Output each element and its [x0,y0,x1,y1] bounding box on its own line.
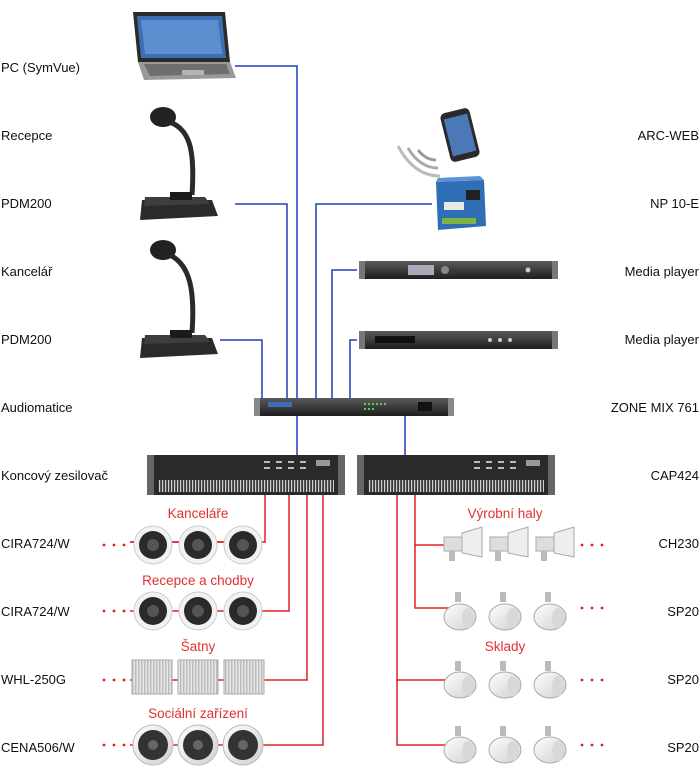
label-arcweb: ARC-WEB [637,128,699,143]
wall-speaker-icon [177,659,219,695]
ceiling-speaker-icon [223,525,263,565]
zone-socialni: Sociální zařízení [148,706,248,721]
ceiling-speaker-icon [223,591,263,631]
amplifier-rack-icon [357,455,555,495]
label-cena: CENA506/W [1,740,75,755]
paging-microphone-icon [140,107,218,220]
media-player-rack-icon [359,261,558,279]
label-pc: PC (SymVue) [1,60,80,75]
laptop-icon [133,12,236,80]
zone-mixer-rack-icon [254,398,454,416]
projector-speaker-icon [488,726,522,764]
label-media-a: Media player [624,264,699,279]
ceiling-speaker-icon [132,724,174,766]
ceiling-speaker-icon [178,591,218,631]
label-cira-b: CIRA724/W [1,604,70,619]
label-media-b: Media player [624,332,699,347]
zone-recepce-chodby: Recepce a chodby [142,573,254,588]
ceiling-speaker-group [133,591,263,631]
horn-speaker-icon [443,526,483,561]
media-player-rack-icon [359,331,558,349]
projector-speaker-icon [443,592,477,631]
smartphone-wifi-icon [396,108,480,178]
projector-speaker-icon [488,592,522,631]
ceiling-speaker-icon [133,525,173,565]
label-kancelar: Kancelář [1,264,53,279]
projector-speaker-group [443,592,567,631]
projector-speaker-icon [443,726,477,764]
label-sp20-c: SP20 [667,740,699,755]
zone-sklady: Sklady [484,639,526,654]
ceiling-speaker-icon [222,724,264,766]
label-koncovy: Koncový zesilovač [1,468,108,483]
wall-speaker-icon [223,659,265,695]
amplifier-rack-icon [147,455,345,495]
label-cira-a: CIRA724/W [1,536,70,551]
ceiling-speaker-group [133,525,263,565]
horn-speaker-icon [489,526,529,561]
label-sp20-b: SP20 [667,672,699,687]
projector-speaker-icon [533,661,567,699]
control-connections [220,65,432,455]
projector-speaker-icon [533,726,567,764]
projector-speaker-icon [533,592,567,631]
wall-speaker-group [131,659,265,695]
ceiling-speaker-icon [177,724,219,766]
label-pdm200-a: PDM200 [1,196,52,211]
label-ch230: CH230 [658,536,699,551]
zone-vyrobni: Výrobní haly [467,506,543,521]
label-recepce: Recepce [1,128,53,143]
paging-microphone-icon [140,240,218,358]
label-whl: WHL-250G [1,672,67,687]
zone-kancelare: Kanceláře [167,506,229,521]
ceiling-speaker-icon [178,525,218,565]
label-pdm200-b: PDM200 [1,332,52,347]
label-cap424: CAP424 [650,468,699,483]
horn-speaker-group [443,526,575,561]
zone-satny: Šatny [180,639,216,654]
projector-speaker-group [443,661,567,699]
network-panel-icon [436,176,486,230]
ceiling-speaker-group [132,724,264,766]
label-np10e: NP 10-E [650,196,699,211]
projector-speaker-icon [488,661,522,699]
projector-speaker-group [443,726,567,764]
projector-speaker-icon [443,661,477,699]
label-sp20-a: SP20 [667,604,699,619]
ceiling-speaker-icon [133,591,173,631]
label-audiomatice: Audiomatice [1,400,73,415]
wall-speaker-icon [131,659,173,695]
label-zonemix: ZONE MIX 761 [610,400,699,415]
horn-speaker-icon [535,526,575,561]
continuation-dots [102,543,604,747]
